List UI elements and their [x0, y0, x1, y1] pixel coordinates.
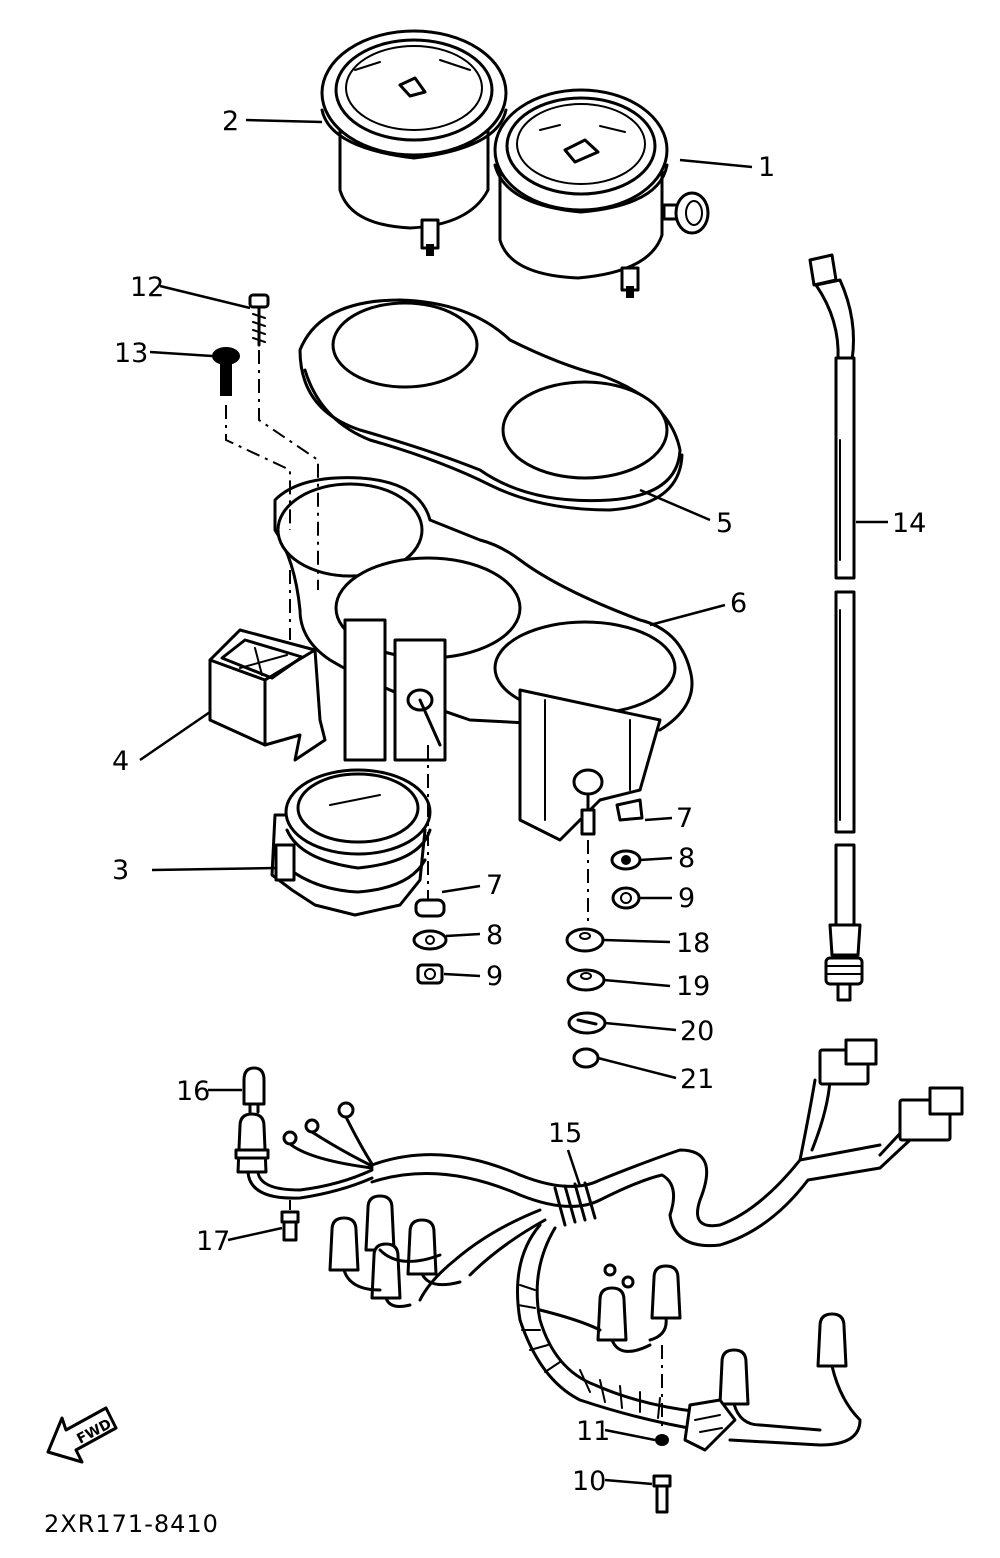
socket-cluster-right [538, 1263, 682, 1353]
callout-7-right: 7 [676, 803, 693, 834]
wire-harness-15 [234, 1038, 964, 1514]
callout-5: 5 [716, 508, 733, 539]
callout-6: 6 [730, 588, 747, 619]
fastener-stack-left [412, 745, 448, 985]
socket-cluster-left [328, 1194, 462, 1308]
callout-20: 20 [680, 1016, 714, 1047]
callout-18: 18 [676, 928, 710, 959]
callout-8-left: 8 [486, 920, 503, 951]
callout-9-right: 9 [678, 883, 695, 914]
callout-14: 14 [892, 508, 926, 539]
callout-7-left: 7 [486, 870, 503, 901]
callout-19: 19 [676, 971, 710, 1002]
fastener-stack-right [610, 798, 644, 910]
callout-1: 1 [758, 152, 775, 183]
callout-9-left: 9 [486, 961, 503, 992]
callout-11: 11 [576, 1416, 610, 1447]
callout-15: 15 [548, 1118, 582, 1149]
indicator-box-4 [208, 628, 327, 762]
callout-labels: 1 2 3 4 5 6 7 7 8 8 9 9 10 11 12 13 14 1… [112, 106, 926, 1497]
forward-arrow: FWD [46, 1406, 118, 1464]
callout-3: 3 [112, 855, 129, 886]
callout-16: 16 [176, 1076, 210, 1107]
meter-cover-5 [298, 298, 684, 512]
callout-13: 13 [114, 338, 148, 369]
screws-12-13 [212, 293, 319, 640]
callout-8-right: 8 [678, 843, 695, 874]
callout-leaders [139, 118, 888, 1486]
callout-12: 12 [130, 272, 164, 303]
callout-10: 10 [572, 1466, 606, 1497]
meter-2 [320, 29, 508, 256]
callout-17: 17 [196, 1226, 230, 1257]
cable-14 [808, 253, 864, 1002]
callout-21: 21 [680, 1064, 714, 1095]
socket-cluster-lower [683, 1312, 862, 1452]
callout-2: 2 [222, 106, 239, 137]
callout-4: 4 [112, 746, 129, 777]
meter-3 [270, 768, 432, 917]
meter-1 [493, 88, 710, 298]
meter-bracket-6 [273, 476, 694, 842]
fastener-stack-center [565, 840, 607, 1069]
part-code: 2XR171-8410 [44, 1510, 219, 1538]
